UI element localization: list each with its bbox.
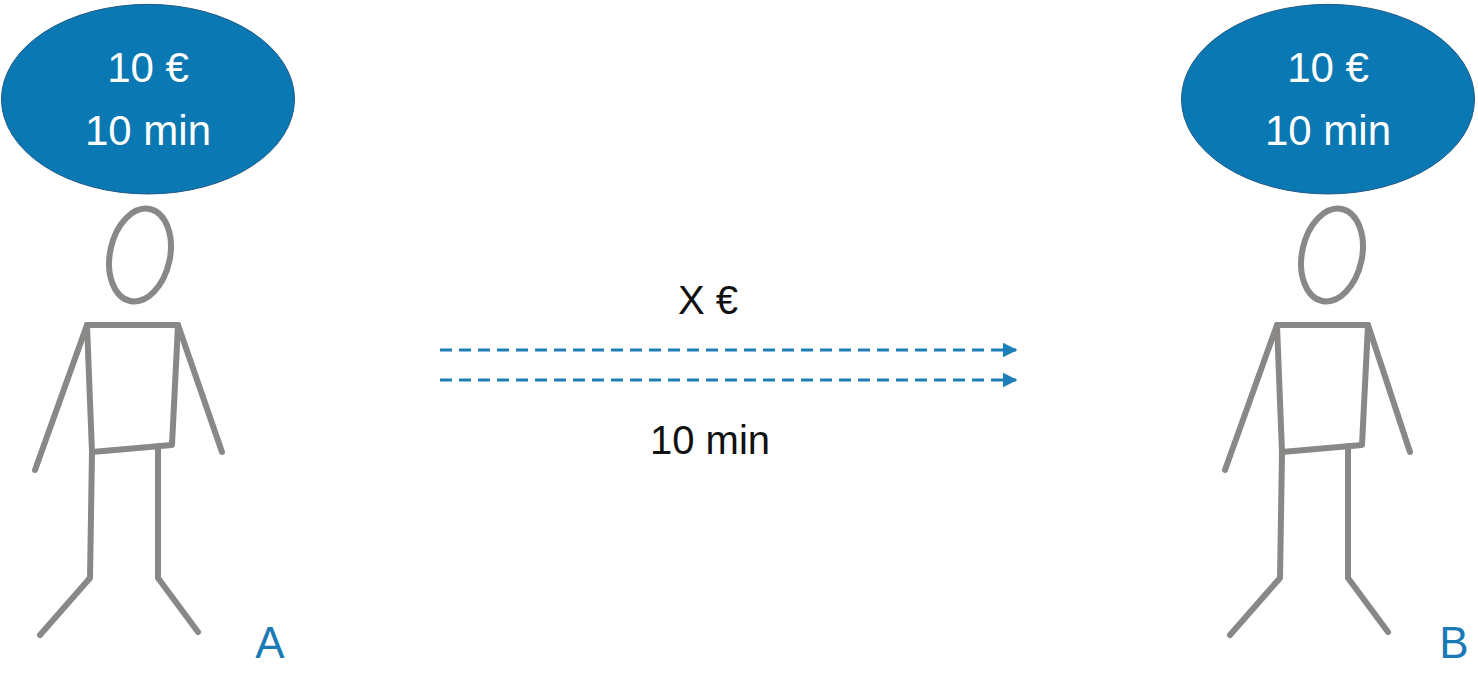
bubble-ellipse bbox=[1180, 3, 1476, 195]
bubble-text-group: 10 €10 min bbox=[0, 3, 296, 195]
person-letter: B bbox=[1439, 618, 1468, 669]
person-letter: A bbox=[255, 618, 284, 669]
stick-figure bbox=[1225, 203, 1410, 635]
stick-figure bbox=[35, 203, 222, 635]
amount-label: X € bbox=[678, 277, 738, 323]
bubble-ellipse bbox=[0, 3, 296, 195]
bubble-text: 10 min bbox=[1265, 99, 1391, 162]
dashed-arrow bbox=[440, 349, 1016, 352]
money-time-bubble: 10 €10 min bbox=[1180, 3, 1476, 195]
time-label: 10 min bbox=[650, 417, 770, 463]
bubble-text: 10 min bbox=[85, 99, 211, 162]
bubble-text-group: 10 €10 min bbox=[1180, 3, 1476, 195]
money-time-bubble: 10 €10 min bbox=[0, 3, 296, 195]
bubble-text: 10 € bbox=[107, 36, 189, 99]
bubble-text: 10 € bbox=[1287, 36, 1369, 99]
dashed-arrow bbox=[440, 379, 1016, 382]
